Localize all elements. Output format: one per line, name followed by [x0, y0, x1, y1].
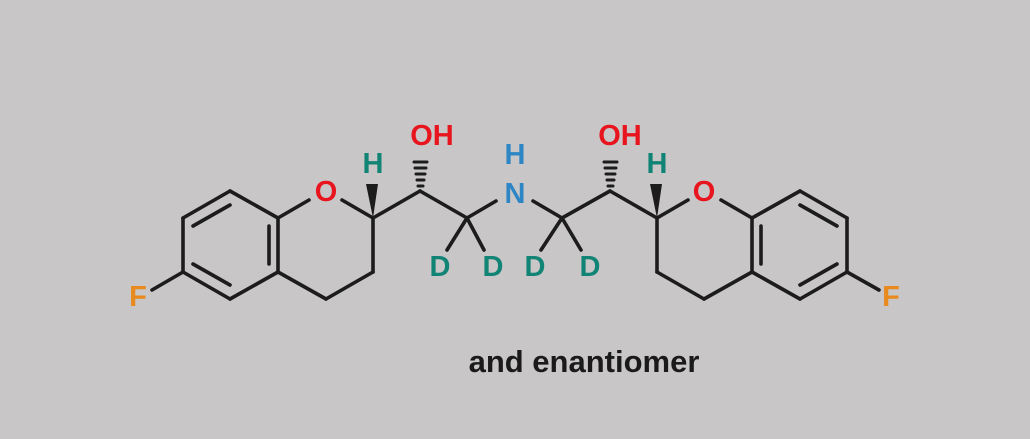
bond: [465, 199, 498, 220]
bond: [228, 270, 280, 301]
bond: [371, 189, 422, 220]
deuterium-label: D: [430, 251, 451, 283]
bond: [750, 270, 802, 301]
bond: [465, 216, 486, 252]
wedge-bonds: [366, 184, 662, 218]
bond: [276, 270, 328, 301]
bond: [276, 198, 311, 220]
deuterium-label: D: [483, 251, 504, 283]
bonds: [150, 189, 881, 301]
left-hydroxyl-label: OH: [410, 120, 454, 152]
deuterium-label: D: [525, 251, 546, 283]
bond: [702, 270, 754, 301]
bond: [181, 270, 232, 301]
hashed-bonds: [412, 160, 619, 188]
left-ring-oxygen-label: O: [315, 176, 338, 208]
left-fluorine-label: F: [129, 281, 147, 313]
bond: [655, 198, 690, 220]
bond: [445, 216, 469, 252]
wedge-bond: [366, 184, 378, 218]
bond: [750, 189, 802, 220]
bond: [531, 199, 564, 220]
caption-text: and enantiomer: [469, 344, 700, 379]
double-bond: [191, 262, 232, 287]
double-bond: [191, 203, 232, 228]
wedge-bond: [650, 184, 662, 218]
bond: [798, 189, 849, 220]
bond: [608, 189, 659, 220]
bond: [539, 216, 564, 252]
bond: [418, 189, 469, 220]
bond: [228, 189, 280, 220]
right-ring-oxygen-label: O: [693, 176, 716, 208]
double-bond: [798, 262, 839, 287]
amine-hydrogen-label: H: [505, 139, 526, 171]
bond: [845, 270, 881, 292]
bond: [560, 216, 583, 252]
bond: [655, 270, 706, 301]
bond: [560, 189, 612, 220]
amine-nitrogen-label: N: [505, 178, 526, 210]
bond: [340, 198, 375, 220]
bond: [181, 189, 232, 220]
deuterium-label: D: [580, 251, 601, 283]
bond: [798, 270, 849, 301]
left-stereo-hydrogen-label: H: [363, 148, 384, 180]
bond: [324, 270, 375, 301]
right-hydroxyl-label: OH: [598, 120, 642, 152]
right-fluorine-label: F: [882, 281, 900, 313]
right-stereo-hydrogen-label: H: [647, 148, 668, 180]
bond: [150, 270, 185, 292]
bond: [719, 198, 754, 220]
double-bond: [798, 203, 839, 228]
